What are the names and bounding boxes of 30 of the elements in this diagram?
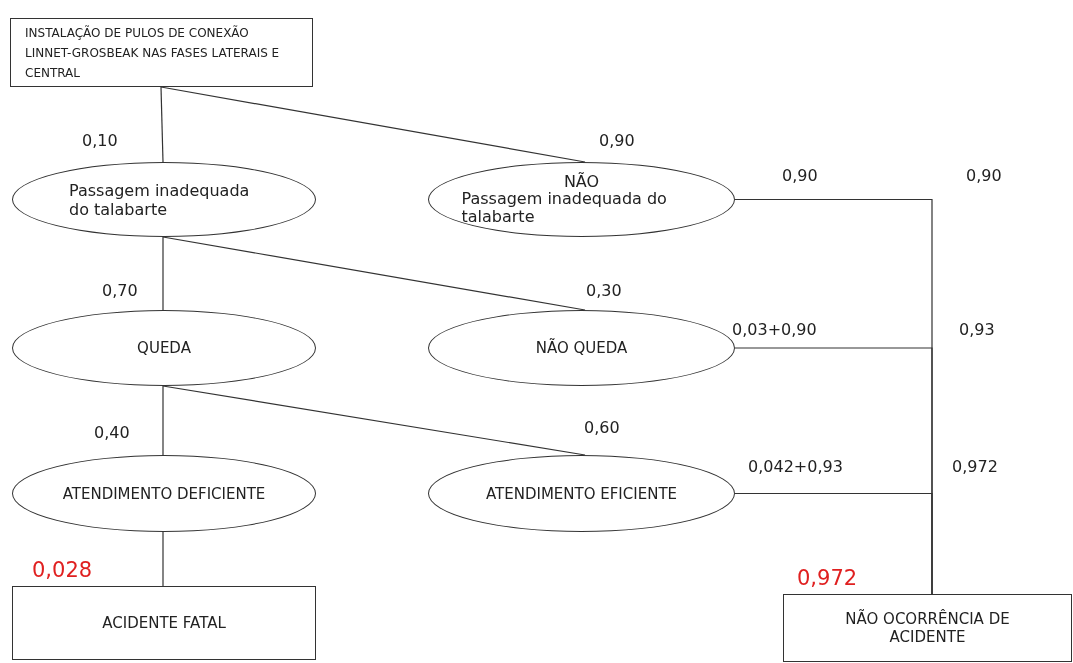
edge-label: 0,70 xyxy=(100,281,140,300)
edge-label: 0,03+0,90 xyxy=(730,320,819,339)
node-label: ATENDIMENTO EFICIENTE xyxy=(485,484,678,503)
edge-label: 0,10 xyxy=(80,131,120,150)
edge-label: 0,90 xyxy=(597,131,637,150)
edge-label: 0,60 xyxy=(582,418,622,437)
process-box xyxy=(783,594,1072,662)
edge-label: 0,40 xyxy=(92,423,132,442)
node-label: ACIDENTE FATAL xyxy=(102,614,226,632)
branch-line xyxy=(162,531,164,587)
branch-line xyxy=(160,86,164,163)
branch-line xyxy=(734,492,933,595)
node-heading: NÃO xyxy=(563,173,600,190)
probability-value: 0,93 xyxy=(957,320,997,339)
node-label: NÃO OCORRÊNCIA DE ACIDENTE xyxy=(844,610,1011,646)
branch-line xyxy=(162,236,164,311)
edge-label: 0,90 xyxy=(780,166,820,185)
edge-label: 0,042+0,93 xyxy=(746,457,845,476)
process-box xyxy=(10,18,313,87)
branch-line xyxy=(162,385,164,456)
node-label: INSTALAÇÃO DE PULOS DE CONEXÃO LINNET-GROSBEAK NAS FASES LATERAIS E CENTRAL xyxy=(24,24,281,82)
node-label: NÃO QUEDA xyxy=(535,339,628,357)
node-label: Passagem inadequada do talabarte xyxy=(69,180,251,219)
edge-label: 0,30 xyxy=(584,281,624,300)
probability-value: 0,972 xyxy=(950,457,1000,476)
node-label: Passagem inadequada do talabarte xyxy=(461,189,668,226)
node-label: QUEDA xyxy=(137,339,191,357)
node-label: ATENDIMENTO DEFICIENTE xyxy=(62,484,266,503)
probability-value: 0,90 xyxy=(964,166,1004,185)
process-box xyxy=(12,586,316,660)
